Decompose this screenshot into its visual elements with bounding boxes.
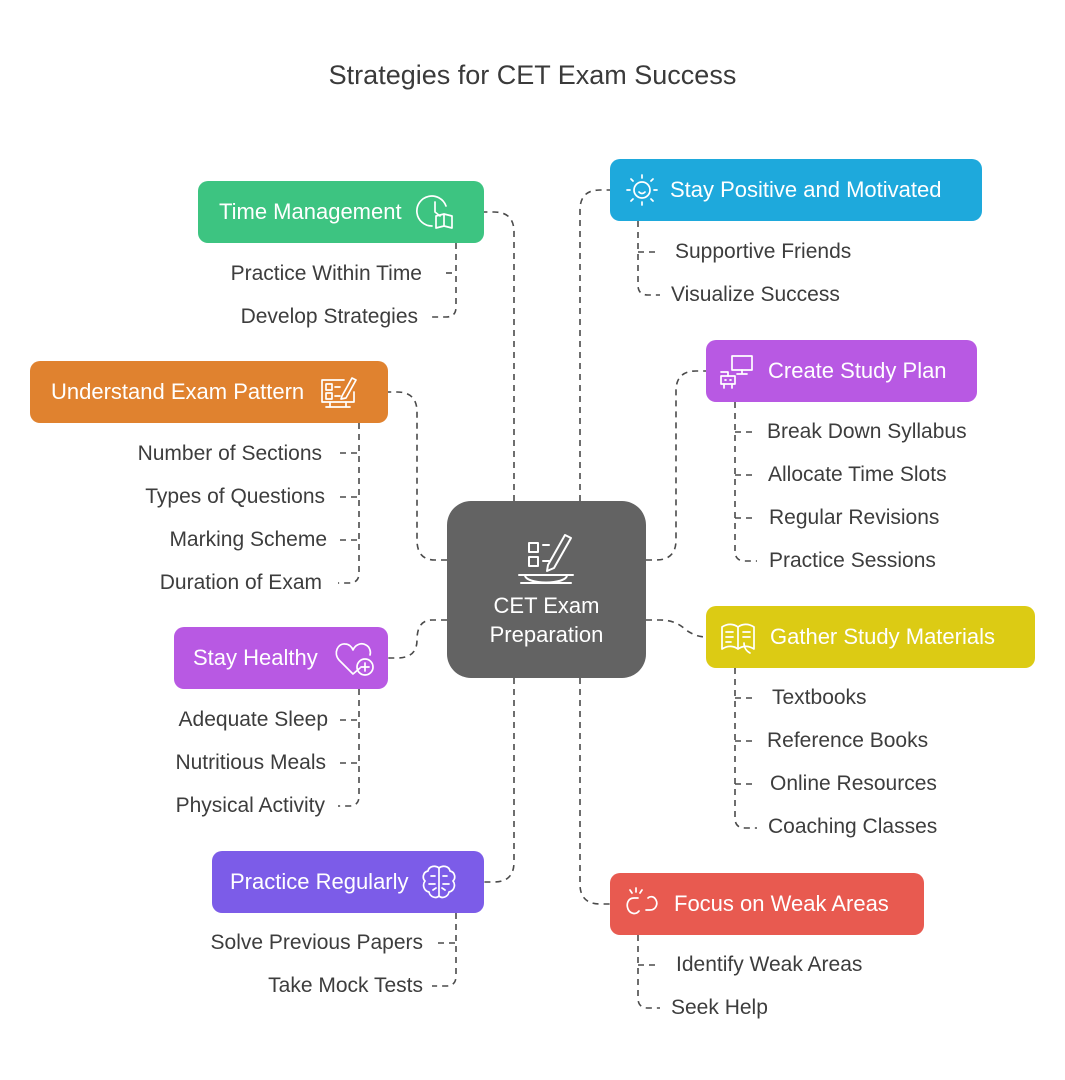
branch-create-study-plan: Create Study Plan: [706, 340, 977, 402]
branch-label: Create Study Plan: [768, 358, 947, 383]
connector-practice: [484, 678, 515, 883]
list-item: Identify Weak Areas: [676, 953, 863, 976]
heart-plus-icon: [334, 638, 376, 678]
trunk-practice: [432, 913, 457, 987]
center-node: CET Exam Preparation: [447, 501, 646, 678]
branch-label: Time Management: [219, 199, 402, 224]
list-item: Physical Activity: [175, 794, 325, 817]
branch-time-management: Time Management: [198, 181, 484, 243]
connector-weak-areas: [579, 678, 610, 905]
list-item: Textbooks: [772, 686, 867, 709]
open-book-icon: [718, 617, 758, 657]
center-label-line1: CET Exam: [493, 593, 600, 618]
branch-gather-materials: Gather Study Materials: [706, 606, 1035, 668]
list-item: Practice Within Time: [230, 262, 422, 285]
checklist-pen-icon: [318, 372, 358, 412]
list-item: Allocate Time Slots: [768, 463, 947, 486]
list-item: Number of Sections: [137, 442, 322, 465]
list-item: Supportive Friends: [675, 240, 852, 263]
diagram-title: Strategies for CET Exam Success: [328, 60, 737, 90]
broken-link-icon: [622, 884, 662, 924]
list-item: Take Mock Tests: [268, 974, 423, 997]
list-item: Adequate Sleep: [178, 708, 328, 731]
connector-stay-healthy: [388, 619, 447, 659]
branch-weak-areas: Focus on Weak Areas: [610, 873, 924, 935]
branch-label: Understand Exam Pattern: [51, 379, 305, 404]
branch-exam-pattern: Understand Exam Pattern: [30, 361, 388, 423]
computer-desk-icon: [718, 352, 756, 390]
branch-label: Focus on Weak Areas: [674, 891, 889, 916]
trunk-stay-healthy: [338, 689, 360, 807]
list-item: Practice Sessions: [769, 549, 936, 572]
list-item: Regular Revisions: [769, 506, 940, 529]
list-item: Develop Strategies: [240, 305, 418, 328]
connector-study-plan: [646, 370, 706, 561]
list-item: Types of Questions: [145, 485, 325, 508]
list-item: Visualize Success: [671, 283, 840, 306]
branch-label: Stay Healthy: [193, 645, 318, 670]
center-label-line2: Preparation: [489, 622, 604, 647]
list-item: Break Down Syllabus: [767, 420, 967, 443]
connector-positive: [579, 189, 610, 501]
list-item: Reference Books: [767, 729, 929, 752]
trunk-materials: [734, 668, 757, 829]
branch-label: Stay Positive and Motivated: [670, 177, 942, 202]
branch-stay-positive: Stay Positive and Motivated: [610, 159, 982, 221]
trunk-study-plan: [734, 402, 757, 562]
clock-book-icon: [415, 192, 456, 232]
study-desk-icon: [515, 527, 577, 592]
connector-exam-pattern: [388, 391, 447, 561]
branch-practice-regularly: Practice Regularly: [212, 851, 484, 913]
sun-smile-icon: [624, 172, 660, 208]
trunk-exam-pattern: [338, 423, 360, 584]
trunk-positive: [637, 221, 660, 296]
list-item: Duration of Exam: [159, 571, 322, 594]
trunk-weak-areas: [637, 935, 660, 1009]
branch-stay-healthy: Stay Healthy: [174, 627, 388, 689]
list-item: Nutritious Meals: [175, 751, 326, 774]
branch-label: Gather Study Materials: [770, 624, 995, 649]
trunk-time-management: [432, 243, 457, 318]
list-item: Online Resources: [770, 772, 937, 795]
connector-time-management: [484, 211, 515, 501]
list-item: Marking Scheme: [169, 528, 327, 551]
list-item: Seek Help: [671, 996, 768, 1019]
list-item: Solve Previous Papers: [210, 931, 423, 954]
connector-materials: [646, 619, 707, 638]
brain-icon: [419, 862, 459, 902]
list-item: Coaching Classes: [768, 815, 938, 838]
branch-label: Practice Regularly: [230, 869, 409, 894]
